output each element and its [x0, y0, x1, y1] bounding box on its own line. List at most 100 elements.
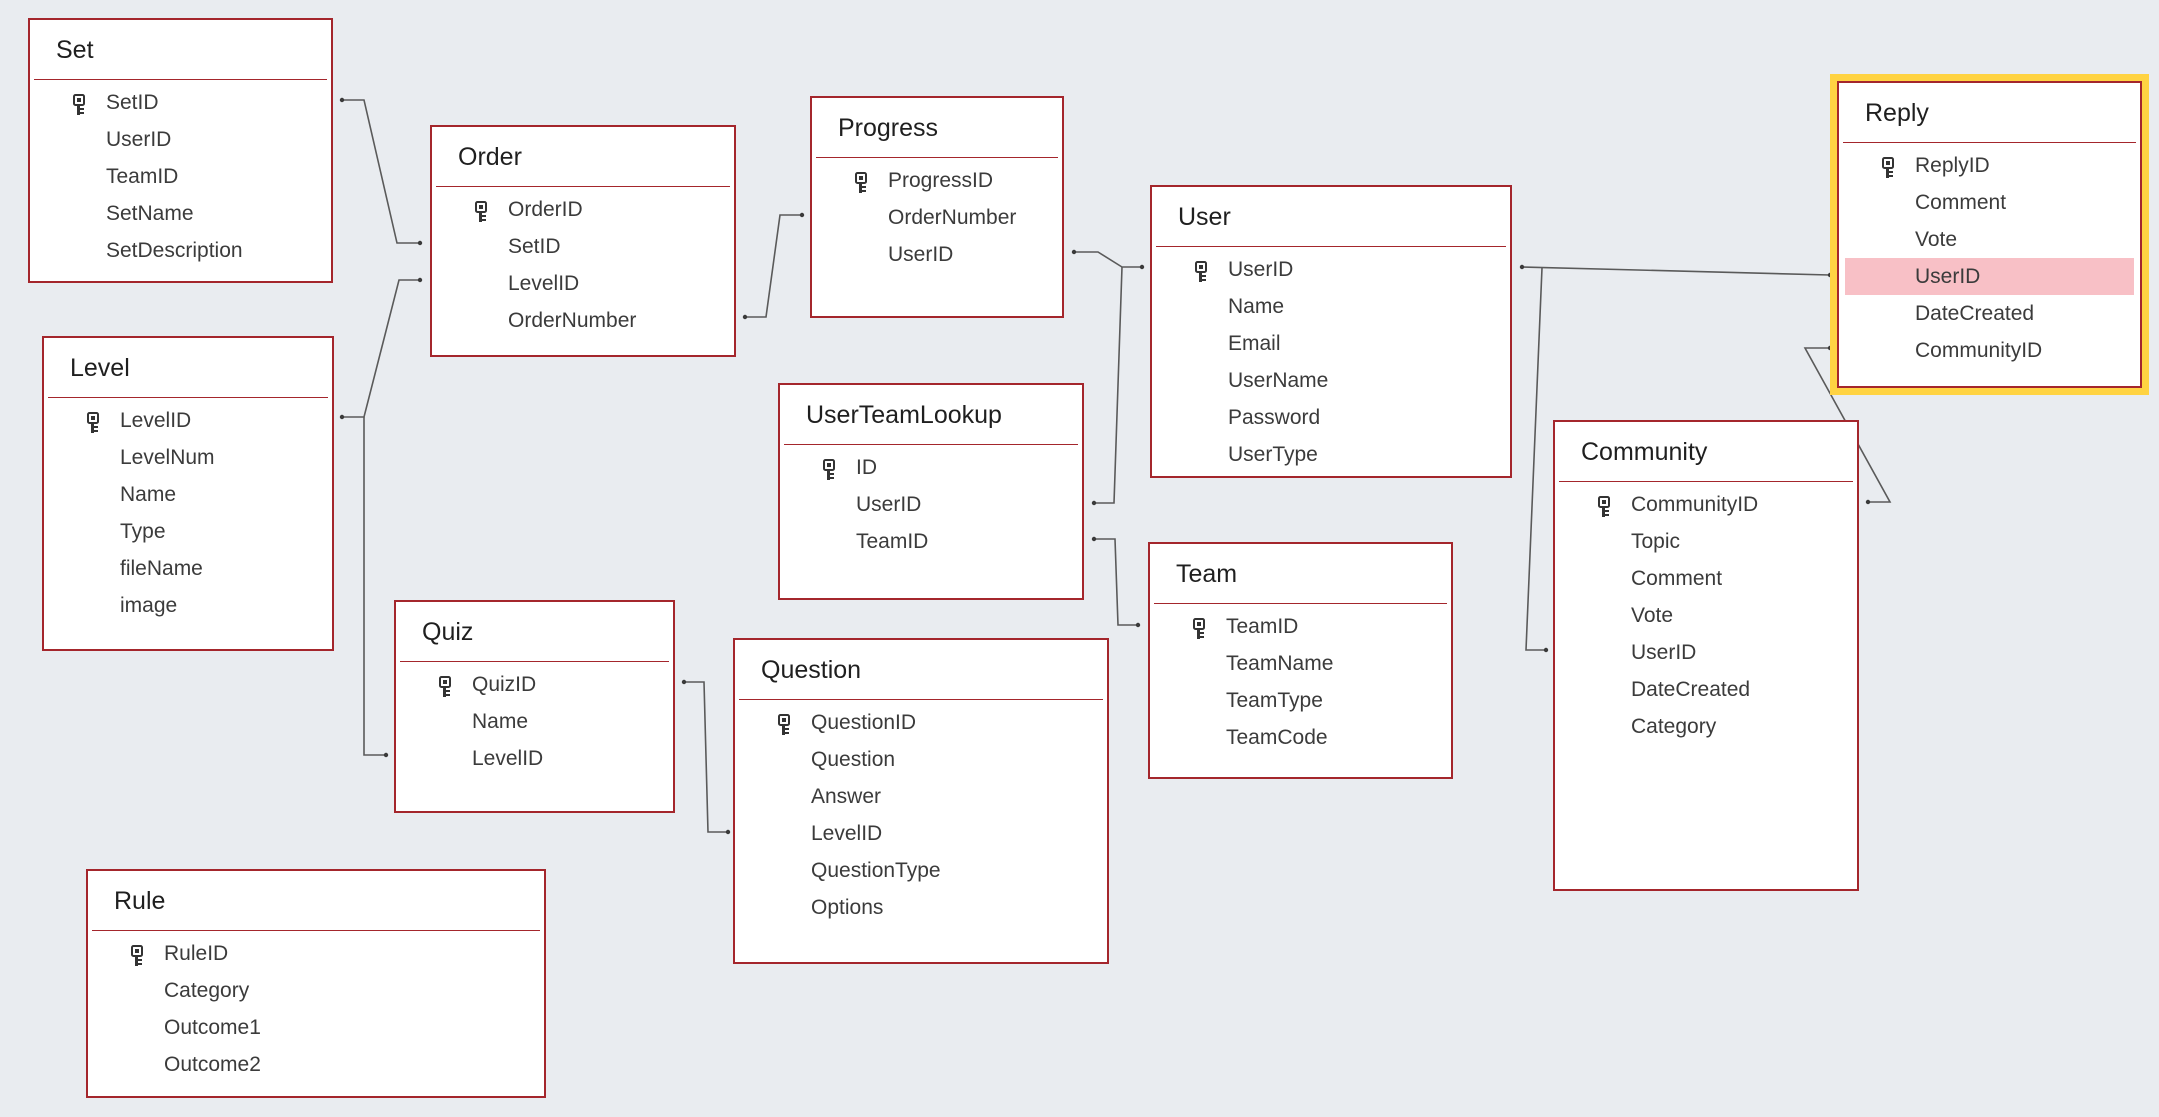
table-title[interactable]: Question: [761, 656, 862, 684]
field-name: OrderID: [508, 198, 583, 221]
field-name: Type: [120, 520, 166, 543]
field-name: UserName: [1228, 369, 1329, 392]
field-row[interactable]: Comment: [1845, 184, 2134, 221]
field-row[interactable]: UserName: [1158, 362, 1504, 399]
field-row[interactable]: RuleID: [94, 935, 538, 972]
field-row[interactable]: Type: [50, 513, 326, 550]
table-title[interactable]: Community: [1581, 438, 1708, 466]
table-title[interactable]: Quiz: [422, 618, 474, 646]
field-name: TeamID: [106, 165, 179, 188]
table-title[interactable]: Reply: [1865, 99, 1929, 127]
field-row[interactable]: Comment: [1561, 560, 1851, 597]
field-row[interactable]: DateCreated: [1845, 295, 2134, 332]
table-title[interactable]: Set: [56, 36, 94, 64]
field-row[interactable]: Answer: [741, 778, 1101, 815]
field-row[interactable]: TeamName: [1156, 645, 1445, 682]
field-row[interactable]: Outcome2: [94, 1046, 538, 1083]
field-row[interactable]: QuestionType: [741, 852, 1101, 889]
field-row[interactable]: Name: [402, 703, 667, 740]
field-row[interactable]: SetDescription: [36, 232, 325, 269]
table-title[interactable]: Level: [70, 354, 130, 382]
field-name: SetName: [106, 202, 194, 225]
field-row[interactable]: UserID: [1845, 258, 2134, 295]
field-row[interactable]: SetName: [36, 195, 325, 232]
field-row[interactable]: Options: [741, 889, 1101, 926]
table-title[interactable]: Rule: [114, 887, 166, 915]
field-row[interactable]: QuizID: [402, 666, 667, 703]
field-row[interactable]: Topic: [1561, 523, 1851, 560]
table-title[interactable]: UserTeamLookup: [806, 401, 1002, 429]
field-row[interactable]: OrderID: [438, 191, 728, 228]
field-name: Answer: [811, 785, 882, 808]
table-title[interactable]: Progress: [838, 114, 939, 142]
field-row[interactable]: UserType: [1158, 436, 1504, 473]
field-name: LevelID: [120, 409, 192, 432]
field-row[interactable]: UserID: [1158, 251, 1504, 288]
field-row[interactable]: Password: [1158, 399, 1504, 436]
field-row[interactable]: Vote: [1561, 597, 1851, 634]
field-row[interactable]: LevelID: [438, 265, 728, 302]
field-row[interactable]: CommunityID: [1845, 332, 2134, 369]
field-row[interactable]: LevelID: [50, 402, 326, 439]
field-row[interactable]: ProgressID: [818, 162, 1056, 199]
field-row[interactable]: Email: [1158, 325, 1504, 362]
field-name: ID: [856, 456, 877, 479]
field-row[interactable]: Name: [1158, 288, 1504, 325]
field-row[interactable]: UserID: [36, 121, 325, 158]
field-row[interactable]: LevelID: [402, 740, 667, 777]
field-row[interactable]: TeamID: [1156, 608, 1445, 645]
field-row[interactable]: OrderNumber: [818, 199, 1056, 236]
field-row[interactable]: UserID: [786, 486, 1076, 523]
field-row[interactable]: Category: [1561, 708, 1851, 745]
relationship-line-team-userteamlookup: [1094, 538, 1138, 626]
field-row[interactable]: ID: [786, 449, 1076, 486]
field-row[interactable]: TeamCode: [1156, 719, 1445, 756]
field-row[interactable]: TeamType: [1156, 682, 1445, 719]
field-row[interactable]: Name: [50, 476, 326, 513]
field-row[interactable]: CommunityID: [1561, 486, 1851, 523]
field-row[interactable]: image: [50, 587, 326, 624]
field-name: TeamName: [1226, 652, 1334, 675]
field-row[interactable]: Vote: [1845, 221, 2134, 258]
field-row[interactable]: TeamID: [36, 158, 325, 195]
field-row[interactable]: DateCreated: [1561, 671, 1851, 708]
field-row[interactable]: QuestionID: [741, 704, 1101, 741]
field-name: Comment: [1915, 191, 2007, 214]
field-row[interactable]: OrderNumber: [438, 302, 728, 339]
primary-key-icon: [822, 456, 838, 480]
field-row[interactable]: Question: [741, 741, 1101, 778]
field-row[interactable]: Category: [94, 972, 538, 1009]
field-row[interactable]: SetID: [438, 228, 728, 265]
table-title[interactable]: Order: [458, 143, 522, 171]
table-title[interactable]: Team: [1176, 560, 1238, 588]
field-row[interactable]: Outcome1: [94, 1009, 538, 1046]
title-divider: [739, 699, 1103, 700]
field-name: Vote: [1915, 228, 1958, 251]
field-row[interactable]: UserID: [818, 236, 1056, 273]
primary-key-icon: [130, 942, 146, 966]
field-row[interactable]: ReplyID: [1845, 147, 2134, 184]
field-row[interactable]: SetID: [36, 84, 325, 121]
primary-key-icon: [474, 198, 490, 222]
field-row[interactable]: fileName: [50, 550, 326, 587]
field-row[interactable]: TeamID: [786, 523, 1076, 560]
field-row[interactable]: UserID: [1561, 634, 1851, 671]
table-title[interactable]: User: [1178, 203, 1231, 231]
field-row[interactable]: LevelID: [741, 815, 1101, 852]
field-row[interactable]: LevelNum: [50, 439, 326, 476]
